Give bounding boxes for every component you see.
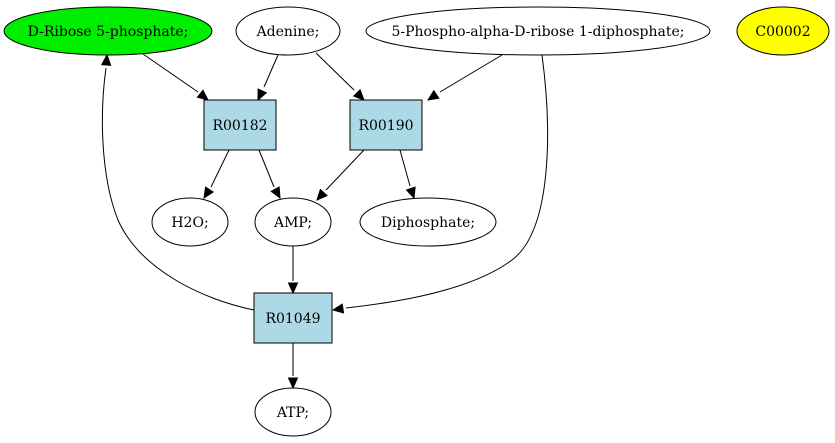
edge-line [258,149,275,188]
edge-r01049-to-atp [287,343,299,390]
edge-prpp-to-r00190 [426,54,503,101]
compound-ellipse[interactable] [3,6,213,56]
edge-prpp-to-r01049 [331,54,549,314]
edge-line [399,149,411,187]
arrow-head [426,89,440,101]
edge-line [345,54,549,309]
arrow-head [100,53,112,66]
node-label: R00182 [212,118,267,134]
compound-ellipse[interactable] [736,6,830,56]
node-label: R00190 [358,118,413,134]
edge-line [315,52,355,91]
arrow-head [257,88,268,102]
edge-adenine-to-r00190 [315,52,365,101]
arrow-head [270,186,281,200]
edges-layer [100,52,549,390]
node-label: ATP; [276,405,309,421]
node-label: C00002 [755,24,810,40]
edge-line [101,67,255,311]
arrow-head [331,303,345,314]
compound-ellipse[interactable] [365,6,711,56]
node-label: AMP; [273,215,312,231]
edge-line [439,54,503,93]
compound-ellipse[interactable] [254,197,332,247]
node-label: 5-Phospho-alpha-D-ribose 1-diphosphate; [391,24,684,40]
reaction-box[interactable] [349,99,423,151]
node-label: R01049 [265,311,320,327]
node-label: D-Ribose 5-phosphate; [28,24,189,40]
reaction-box[interactable] [253,292,333,344]
edge-r00182-to-h2o [203,149,230,200]
arrow-head [287,377,299,390]
node-label: H2O; [171,215,208,231]
node-r00182[interactable]: R00182 [203,99,277,151]
compound-ellipse[interactable] [235,6,341,56]
compound-ellipse[interactable] [151,197,229,247]
edge-line [325,149,365,191]
edge-line [142,53,199,93]
node-adenine[interactable]: Adenine; [235,6,341,56]
node-label: Adenine; [256,24,320,40]
edge-r00190-to-amp [316,149,365,201]
arrow-head [203,186,215,200]
compound-ellipse[interactable] [254,387,332,437]
edge-r00190-to-diphosphate [399,149,416,200]
node-amp[interactable]: AMP; [254,197,332,247]
edge-amp-to-r01049 [287,246,299,295]
node-prpp[interactable]: 5-Phospho-alpha-D-ribose 1-diphosphate; [365,6,711,56]
edge-r00182-to-amp [258,149,281,200]
node-ribose5p[interactable]: D-Ribose 5-phosphate; [3,6,213,56]
arrow-head [316,188,328,201]
edge-line [263,54,279,88]
node-c00002[interactable]: C00002 [736,6,830,56]
arrow-head [405,186,416,200]
edge-adenine-to-r00182 [257,54,279,102]
compound-ellipse[interactable] [359,197,497,247]
node-r01049[interactable]: R01049 [253,292,333,344]
node-atp[interactable]: ATP; [254,387,332,437]
node-diphosphate[interactable]: Diphosphate; [359,197,497,247]
reaction-box[interactable] [203,99,277,151]
node-label: Diphosphate; [381,215,475,231]
nodes-layer: D-Ribose 5-phosphate; Adenine; 5-Phospho-a… [3,6,830,437]
arrow-head [352,88,365,101]
arrow-head [196,89,209,101]
edge-r01049-to-ribose5p [100,53,255,311]
node-h2o[interactable]: H2O; [151,197,229,247]
edge-line [210,149,230,188]
node-r00190[interactable]: R00190 [349,99,423,151]
arrow-head [287,282,299,295]
edge-ribose5p-to-r00182 [142,53,209,101]
